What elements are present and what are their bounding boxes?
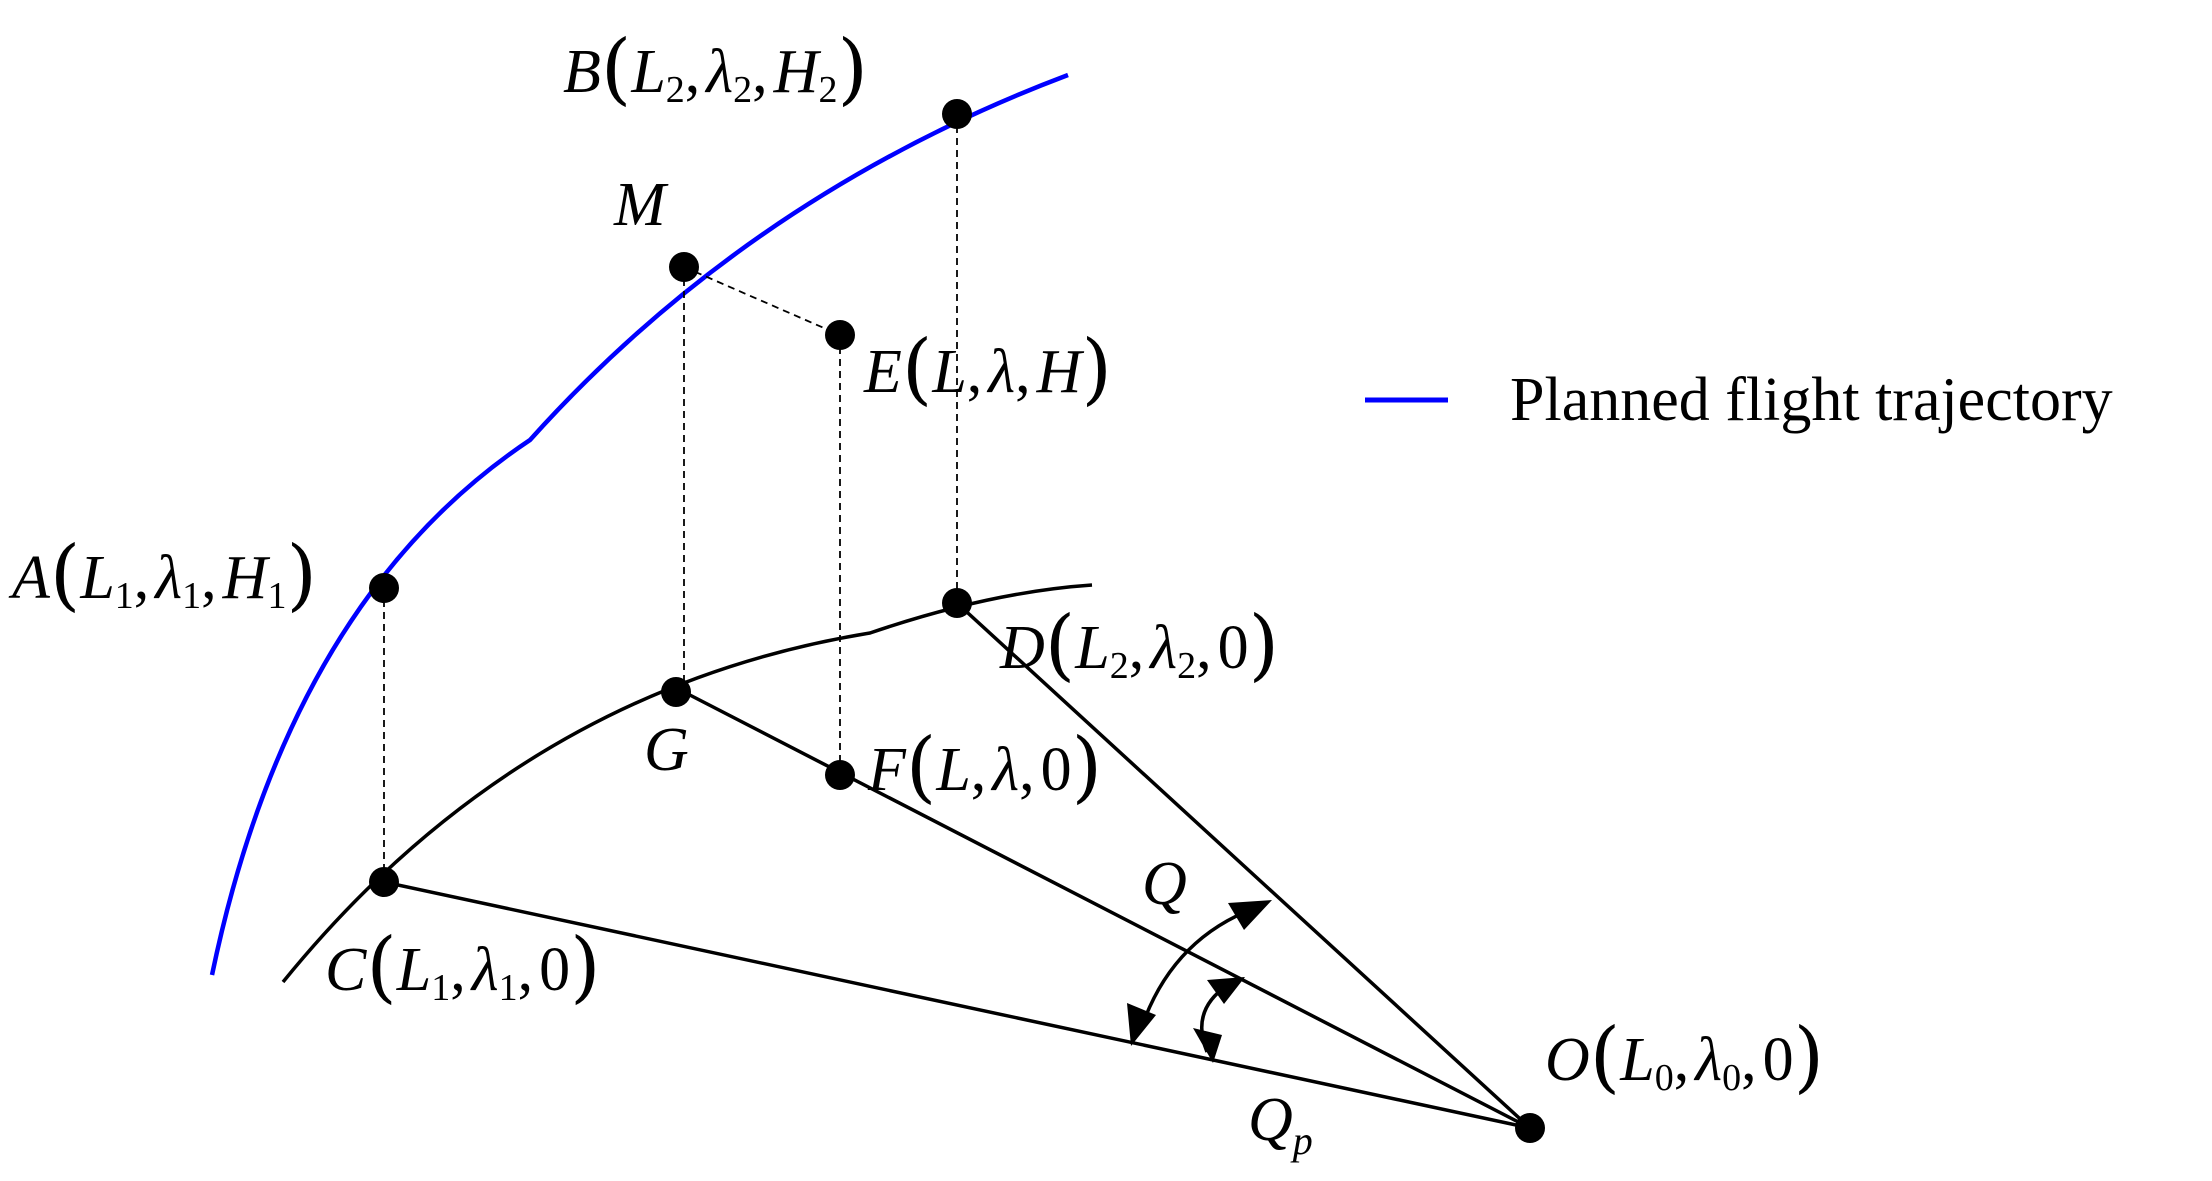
arrowhead-Qp-bottom <box>1193 1028 1222 1063</box>
point-A <box>369 573 399 603</box>
svg-text:A(L1,λ1,H1): A(L1,λ1,H1) <box>8 530 317 620</box>
label-F: F(L,λ,0) <box>867 722 1102 812</box>
label-C: C(L1,λ1,0) <box>325 922 601 1012</box>
label-G: G <box>644 716 689 784</box>
point-D <box>942 588 972 618</box>
point-G <box>661 677 691 707</box>
point-M <box>669 252 699 282</box>
legend: Planned flight trajectory <box>1365 366 2113 434</box>
point-F <box>825 760 855 790</box>
legend-label: Planned flight trajectory <box>1510 366 2113 434</box>
line-D-O <box>955 601 1532 1130</box>
arrowhead-Qp-top <box>1207 977 1245 1004</box>
line-G-O <box>683 690 1531 1130</box>
label-D: D(L2,λ2,0) <box>999 600 1279 690</box>
label-O: O(L0,λ0,0) <box>1545 1012 1824 1102</box>
svg-text:Qp: Qp <box>1248 1086 1313 1163</box>
svg-text:D(L2,λ2,0): D(L2,λ2,0) <box>999 600 1279 690</box>
svg-text:O(L0,λ0,0): O(L0,λ0,0) <box>1545 1012 1824 1102</box>
svg-text:C(L1,λ1,0): C(L1,λ1,0) <box>325 922 601 1012</box>
line-C-O <box>383 880 1531 1130</box>
angle-Qp-arc <box>1193 977 1245 1063</box>
dashed-line-M-E <box>683 266 841 336</box>
angle-Q-arc <box>1127 900 1272 1046</box>
label-M: M <box>613 171 669 239</box>
label-A: A(L1,λ1,H1) <box>8 530 317 620</box>
label-Q: Q <box>1142 850 1187 918</box>
svg-text:B(L2,λ2,H2): B(L2,λ2,H2) <box>563 24 868 114</box>
label-Qp: Qp <box>1248 1086 1313 1163</box>
ground-arc <box>281 583 1093 984</box>
point-O <box>1515 1113 1545 1143</box>
svg-text:E(L,λ,H): E(L,λ,H) <box>863 324 1112 414</box>
svg-text:F(L,λ,0): F(L,λ,0) <box>867 722 1102 812</box>
arrowhead-Q-bottom <box>1127 1003 1156 1046</box>
label-B: B(L2,λ2,H2) <box>563 24 868 114</box>
point-B <box>942 99 972 129</box>
point-E <box>825 320 855 350</box>
flight-trajectory-curve <box>209 72 1069 976</box>
point-C <box>369 867 399 897</box>
label-E: E(L,λ,H) <box>863 324 1112 414</box>
arrowhead-Q-top <box>1228 900 1272 930</box>
